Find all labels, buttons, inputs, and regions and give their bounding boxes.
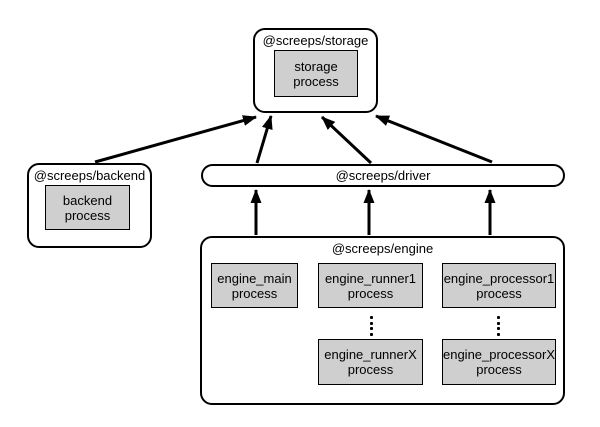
engine-runnerX-process-box: engine_runnerX process — [318, 339, 423, 385]
storage-title: @screeps/storage — [262, 33, 369, 48]
backend-title: @screeps/backend — [33, 168, 146, 183]
engine-title: @screeps/engine — [331, 241, 434, 256]
storage-container: @screeps/storage storage process — [253, 28, 378, 113]
backend-container: @screeps/backend backend process — [27, 163, 152, 248]
engine-processor1-process-box: engine_processor1 process — [442, 263, 556, 308]
engine-container: @screeps/engine engine_main process engi… — [200, 236, 565, 405]
driver-container: @screeps/driver — [201, 164, 565, 187]
arrow-driver-to-storage-right — [375, 114, 493, 164]
vertical-ellipsis-icon — [369, 316, 373, 336]
engine-main-process-box: engine_main process — [211, 263, 298, 308]
engine-runner1-process-box: engine_runner1 process — [318, 263, 423, 308]
arrow-driver-to-storage-left — [255, 115, 273, 164]
engine-processorX-process-box: engine_processorX process — [442, 339, 556, 385]
backend-process-box: backend process — [45, 185, 130, 230]
storage-process-box: storage process — [274, 50, 358, 97]
driver-title: @screeps/driver — [335, 168, 431, 183]
vertical-ellipsis-icon — [496, 316, 500, 336]
arrow-driver-to-storage-middle — [320, 115, 373, 165]
arrow-backend-to-storage — [94, 115, 257, 164]
